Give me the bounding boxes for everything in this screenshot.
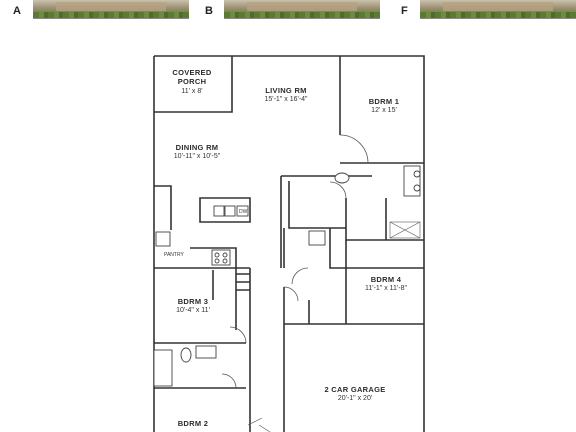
bdrm3-label: BDRM 3 <box>177 297 209 306</box>
outer-wall-north-east <box>154 55 425 432</box>
sink-left <box>213 205 225 217</box>
covered-porch-label-2: PORCH <box>177 77 207 86</box>
bdrm2-label: BDRM 2 <box>177 419 209 428</box>
dishwasher-label: DW <box>239 209 248 215</box>
porch-wall <box>154 56 233 113</box>
living-room-label: LIVING RM <box>265 86 307 95</box>
covered-porch-label-1: COVERED <box>172 68 212 77</box>
living-room-dim: 15'-1" x 16'-4" <box>264 96 308 103</box>
bdrm1-door-swing <box>339 134 369 164</box>
bdrm4-label: BDRM 4 <box>370 275 402 284</box>
elevation-a-thumbnail[interactable] <box>33 0 189 19</box>
elevation-f-thumbnail[interactable] <box>420 0 576 19</box>
master-bath-door-swing <box>329 181 347 199</box>
counter-south <box>190 247 237 268</box>
garage-label: 2 CAR GARAGE <box>324 385 386 394</box>
garage-door-swing <box>283 286 299 302</box>
bdrm3-door-swing <box>229 326 247 344</box>
sink-bath2 <box>195 345 217 359</box>
bdrm1-label: BDRM 1 <box>368 97 400 106</box>
counter-west <box>154 185 172 230</box>
bdrm2-door-swing <box>247 417 271 432</box>
elevation-b-label[interactable]: B <box>205 5 213 17</box>
dishwasher <box>236 205 249 217</box>
elevation-a-label[interactable]: A <box>13 5 21 17</box>
bdrm3-dim: 10'-4" x 11' <box>176 307 210 314</box>
bath2-door-swing <box>221 373 237 389</box>
covered-porch-dim: 11' x 8' <box>181 88 203 95</box>
dining-room-label: DINING RM <box>175 143 219 152</box>
toilet-master <box>334 172 350 184</box>
elevation-f-label[interactable]: F <box>401 5 408 17</box>
closet-x <box>389 221 421 239</box>
sink-right <box>224 205 236 217</box>
tub-bath2 <box>153 349 173 387</box>
bdrm4-dim: 11'-1" x 11'-8" <box>364 285 407 292</box>
vanity-master <box>403 165 421 197</box>
dining-room-dim: 10'-11" x 10'-5" <box>173 153 221 160</box>
kitchen-island <box>199 197 251 223</box>
fridge <box>155 231 171 247</box>
linen-shelves <box>236 273 250 291</box>
toilet-bath2 <box>180 347 192 363</box>
garage-dim: 20'-1" x 20' <box>337 395 373 402</box>
pantry-label: PANTRY <box>164 252 184 258</box>
bdrm4-door-swing <box>291 267 309 285</box>
elevation-b-thumbnail[interactable] <box>224 0 380 19</box>
bdrm1-dim: 12' x 15' <box>371 107 397 114</box>
laundry-wall <box>329 228 347 269</box>
washer <box>308 230 326 246</box>
elevation-strip: A B F <box>0 0 576 24</box>
range <box>211 249 231 266</box>
tub-outline <box>288 181 346 229</box>
